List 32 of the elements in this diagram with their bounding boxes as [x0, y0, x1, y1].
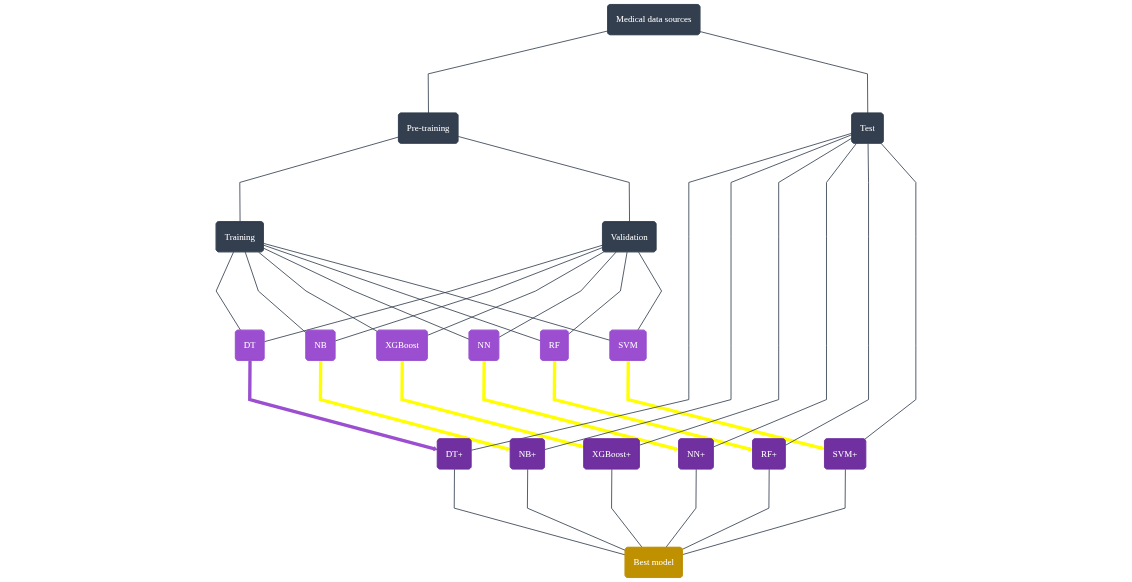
connector [527, 468, 626, 551]
arrow [552, 360, 753, 452]
connector [699, 31, 869, 114]
connector [864, 143, 917, 440]
connector [453, 468, 626, 556]
connector [239, 136, 400, 223]
arrow [318, 360, 511, 451]
arrow [626, 360, 825, 451]
connector [544, 134, 853, 450]
connector [244, 251, 307, 334]
connector [258, 251, 378, 332]
connector [427, 251, 605, 336]
connector [611, 468, 643, 548]
connector [637, 251, 662, 331]
connector [665, 468, 697, 548]
connector [215, 251, 242, 331]
connector [334, 247, 604, 342]
connector [682, 468, 846, 555]
connector [682, 468, 770, 550]
arrow [400, 360, 585, 449]
connector [785, 143, 869, 446]
connector [427, 30, 609, 114]
arrow [482, 360, 680, 451]
connector [457, 136, 630, 223]
connector [498, 251, 617, 338]
arrow [248, 360, 438, 451]
connector [568, 251, 628, 335]
connector [263, 247, 470, 340]
connector [713, 143, 857, 448]
connector [470, 132, 853, 451]
connector [639, 137, 853, 446]
connector [263, 244, 542, 342]
